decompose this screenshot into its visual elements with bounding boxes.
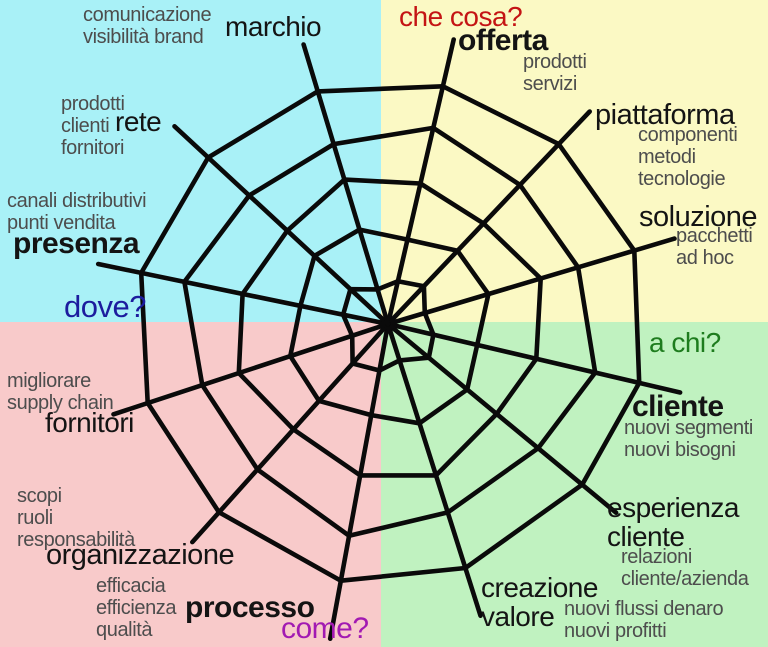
axis-sub-cliente: nuovi segmenti nuovi bisogni — [624, 417, 753, 461]
axis-label-soluzione: soluzione — [639, 201, 758, 233]
axis-label-organizzazione: organizzazione — [46, 539, 235, 571]
question-a-chi: a chi? — [649, 327, 721, 358]
axis-label-presenza: presenza — [13, 227, 140, 260]
axis-sub-soluzione: pacchetti ad hoc — [676, 225, 753, 269]
axis-label-rete: rete — [115, 106, 162, 137]
axis-label-offerta: offerta — [458, 24, 548, 57]
axis-sub-presenza: canali distributivi punti vendita — [7, 190, 147, 234]
axis-label-processo: processo — [185, 591, 315, 624]
axis-sub-organizzazione: scopi ruoli responsabilità — [17, 485, 135, 551]
quadrant-dove — [0, 0, 381, 322]
axis-label-cliente: cliente — [632, 390, 724, 423]
axis-sub-fornitori: migliorare supply chain — [7, 370, 114, 414]
axis-label-esperienza-cliente: esperienza cliente — [607, 492, 739, 553]
axis-sub-offerta: prodotti servizi — [523, 51, 587, 95]
axis-label-marchio: marchio — [225, 11, 322, 42]
question-dove: dove? — [64, 289, 146, 324]
axis-sub-piattaforma: componenti metodi tecnologie — [638, 124, 738, 190]
question-come: come? — [281, 612, 369, 645]
axis-sub-marchio: comunicazione visibilità brand — [83, 4, 212, 48]
axis-sub-rete: prodotti clienti fornitori — [61, 93, 125, 159]
question-che-cosa: che cosa? — [399, 1, 523, 32]
axis-sub-esperienza-cliente: relazioni cliente/azienda — [621, 546, 749, 590]
axis-label-piattaforma: piattaforma — [595, 99, 735, 131]
axis-sub-creazione-valore: nuovi flussi denaro nuovi profitti — [564, 598, 724, 642]
axis-label-creazione-valore: creazione valore — [481, 572, 598, 633]
axis-sub-processo: efficacia efficienza qualità — [96, 575, 177, 641]
axis-label-fornitori: fornitori — [45, 407, 134, 438]
